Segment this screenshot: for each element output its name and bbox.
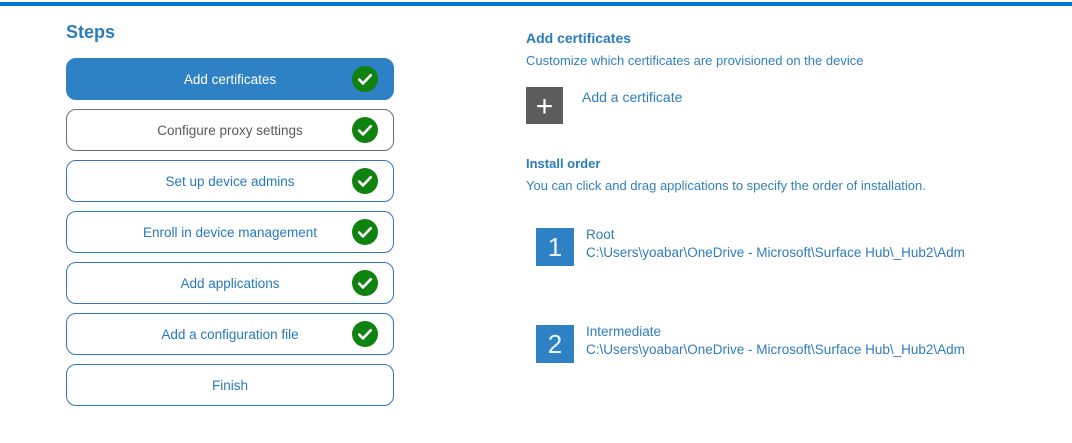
plus-icon: +	[535, 90, 554, 123]
page-subtitle: Customize which certificates are provisi…	[526, 53, 864, 68]
step-add-applications[interactable]: Add applications	[66, 262, 394, 304]
step-finish[interactable]: Finish	[66, 364, 394, 406]
top-accent-bar	[0, 2, 1072, 6]
install-order-description: You can click and drag applications to s…	[526, 178, 926, 193]
order-item-text: Intermediate C:\Users\yoabar\OneDrive - …	[586, 323, 965, 358]
check-circle-icon	[352, 168, 378, 194]
certificate-name: Root	[586, 227, 615, 242]
step-label: Finish	[211, 377, 248, 393]
step-set-up-device-admins[interactable]: Set up device admins	[66, 160, 394, 202]
install-order-title: Install order	[526, 156, 601, 171]
check-circle-icon	[352, 321, 378, 347]
step-add-certificates[interactable]: Add certificates	[66, 58, 394, 100]
step-configure-proxy-settings[interactable]: Configure proxy settings	[66, 109, 394, 151]
step-label: Add certificates	[183, 71, 277, 87]
steps-panel-title: Steps	[66, 22, 116, 42]
step-label: Configure proxy settings	[157, 122, 303, 138]
step-label: Add applications	[180, 275, 280, 291]
install-order-item-intermediate[interactable]: 2 Intermediate C:\Users\yoabar\OneDrive …	[536, 323, 1056, 365]
certificate-name: Intermediate	[586, 324, 662, 339]
certificate-path: C:\Users\yoabar\OneDrive - Microsoft\Sur…	[586, 244, 965, 260]
add-certificate-label[interactable]: Add a certificate	[582, 89, 683, 105]
certificate-path: C:\Users\yoabar\OneDrive - Microsoft\Sur…	[586, 341, 965, 357]
check-circle-icon	[352, 117, 378, 143]
step-add-a-configuration-file[interactable]: Add a configuration file	[66, 313, 394, 355]
order-number-badge: 2	[536, 325, 574, 363]
check-circle-icon	[352, 66, 378, 92]
step-label: Enroll in device management	[142, 224, 318, 240]
install-order-item-root[interactable]: 1 Root C:\Users\yoabar\OneDrive - Micros…	[536, 226, 1056, 268]
check-circle-icon	[352, 219, 378, 245]
order-item-text: Root C:\Users\yoabar\OneDrive - Microsof…	[586, 226, 965, 261]
step-enroll-in-device-management[interactable]: Enroll in device management	[66, 211, 394, 253]
check-circle-icon	[352, 270, 378, 296]
step-label: Add a configuration file	[161, 326, 299, 342]
step-label: Set up device admins	[165, 173, 295, 189]
page-title: Add certificates	[526, 30, 632, 46]
add-certificate-button[interactable]: +	[526, 87, 563, 124]
order-number-badge: 1	[536, 228, 574, 266]
